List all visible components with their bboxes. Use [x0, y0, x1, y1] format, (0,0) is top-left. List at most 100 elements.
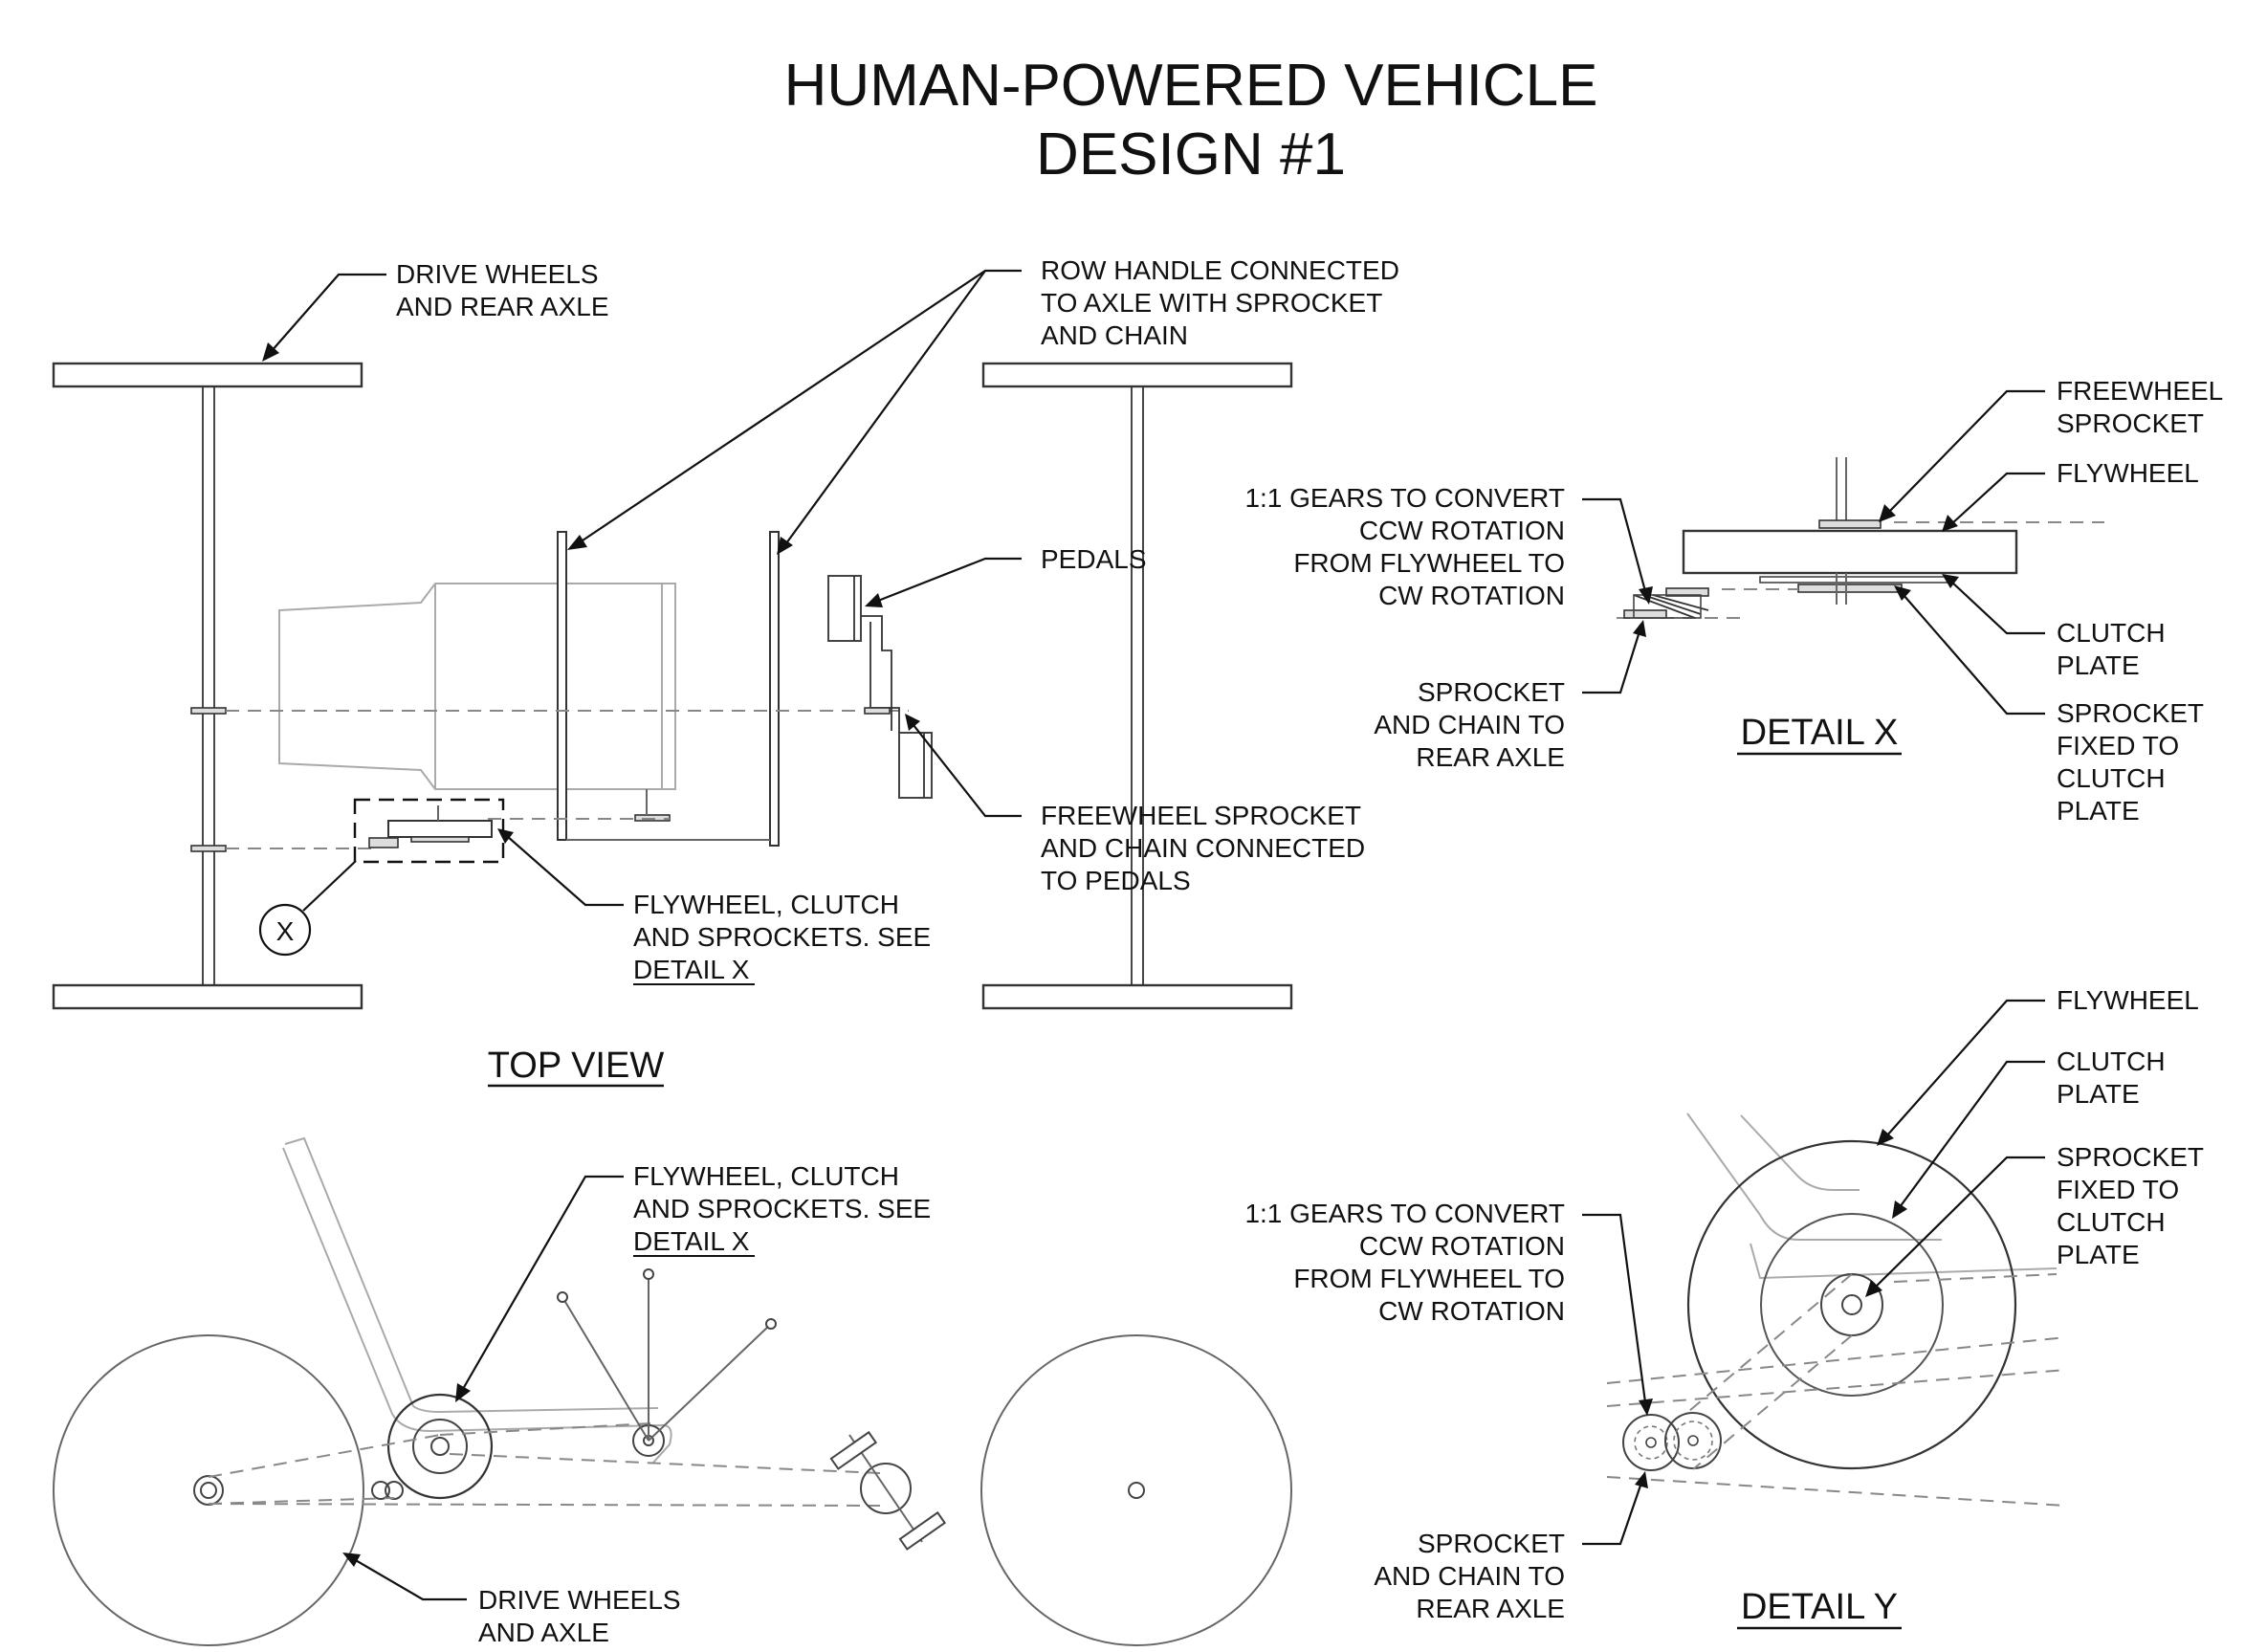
label-line: CLUTCH	[2057, 1207, 2166, 1237]
label-line: FLYWHEEL, CLUTCH	[633, 1161, 899, 1191]
leader-gears-x	[1582, 497, 1647, 592]
leader-gears-y	[1582, 1213, 1647, 1403]
label-line: 1:1 GEARS TO CONVERT	[1244, 483, 1565, 513]
side-view: FLYWHEEL, CLUTCH AND SPROCKETS. SEE DETA…	[53, 1136, 1292, 1647]
leader-pedals	[877, 557, 1022, 603]
front-wheel-side	[980, 1334, 1292, 1646]
chain-side-5	[208, 1503, 881, 1507]
row-handle-grip-forward	[765, 1318, 777, 1330]
gear-detail-y-b-pitch	[1673, 1421, 1713, 1461]
front-wheel-top	[981, 362, 1293, 388]
pedal-lower	[898, 732, 933, 799]
row-handle-grip-back	[557, 1291, 568, 1303]
detail-y-chain-6	[1893, 1273, 2058, 1283]
rear-wheel-side	[53, 1334, 364, 1646]
label-line: FROM FLYWHEEL TO	[1293, 1264, 1565, 1293]
label-line: AND CHAIN CONNECTED	[1041, 833, 1365, 863]
arrowhead-sprocket-chain-x	[1633, 620, 1646, 637]
callout-freewheel-sprocket-pedals: FREEWHEEL SPROCKET AND CHAIN CONNECTED T…	[1041, 801, 1365, 895]
label-line: ROW HANDLE CONNECTED	[1041, 255, 1399, 285]
arrowhead-drive-wheels-side	[342, 1553, 361, 1567]
arrowhead-flywheel-ref-side	[455, 1383, 471, 1402]
detail-y-frame-a	[1686, 1112, 1942, 1241]
drawing-title: HUMAN-POWERED VEHICLE DESIGN #1	[784, 53, 1598, 187]
arrowhead-freewheel-sprocket	[905, 714, 920, 731]
title-line-2: DESIGN #1	[1036, 121, 1346, 187]
flywheel-hub-detail-y	[1841, 1294, 1862, 1315]
callout-sprocket-fixed-x: SPROCKET FIXED TO CLUTCH PLATE	[2057, 698, 2204, 826]
callout-sprocket-fixed-y: SPROCKET FIXED TO CLUTCH PLATE	[2057, 1142, 2204, 1269]
detail-y: FLYWHEEL CLUTCH PLATE SPROCKET FIXED TO …	[1244, 985, 2204, 1630]
leader-flywheel-ref-side	[462, 1175, 624, 1390]
detail-x-marker-label: X	[276, 916, 295, 946]
label-line: PLATE	[2057, 1079, 2140, 1109]
rear-hub-outer	[193, 1475, 224, 1506]
label-line: CLUTCH	[2057, 763, 2166, 793]
pedal-side-lower	[898, 1510, 947, 1551]
label-line: SPROCKET	[2057, 698, 2204, 728]
gear-side-a	[371, 1481, 390, 1500]
clutch-plate-detail-y	[1760, 1213, 1944, 1397]
axle-sprocket-upper	[190, 707, 227, 715]
pedal-upper	[827, 575, 862, 642]
label-line: FLYWHEEL, CLUTCH	[633, 890, 899, 919]
callout-freewheel-sprocket-x: FREEWHEEL SPROCKET	[2057, 376, 2223, 438]
callout-flywheel-ref-top: FLYWHEEL, CLUTCH AND SPROCKETS. SEE DETA…	[633, 890, 931, 985]
label-line: CW ROTATION	[1378, 581, 1565, 610]
rear-hub-inner	[200, 1482, 217, 1499]
seat-outline	[278, 583, 676, 790]
clutch-plate-side	[412, 1419, 468, 1474]
gear-teeth-detail-x	[1633, 594, 1709, 619]
gear-housing-detail-x	[1633, 594, 1702, 619]
label-line: SPROCKET	[1418, 1529, 1565, 1558]
leader-flywheel-ref-top	[506, 835, 624, 907]
row-handle-right	[769, 531, 780, 847]
leader-drive-wheels-top	[270, 273, 386, 353]
leader-freewheel-sprocket	[913, 724, 1022, 818]
callout-flywheel-x: FLYWHEEL	[2057, 458, 2199, 488]
label-line: TO AXLE WITH SPROCKET	[1041, 288, 1382, 318]
label-line: AND REAR AXLE	[396, 292, 609, 321]
flywheel-side	[386, 1393, 494, 1500]
row-handle-left	[557, 531, 567, 841]
callout-flywheel-y: FLYWHEEL	[2057, 985, 2199, 1015]
clutch-plate-top-view	[410, 836, 470, 843]
leader-flywheel-x	[1950, 472, 2045, 525]
label-line: SPROCKET	[2057, 1142, 2204, 1172]
flywheel-detail-y	[1686, 1139, 2017, 1470]
detail-x-title: DETAIL X	[1741, 713, 1899, 753]
chain-side-4	[449, 1453, 881, 1474]
gear-detail-x-a	[1623, 609, 1667, 619]
pedal-crank-upper	[861, 615, 892, 731]
label-line: AND SPROCKETS. SEE	[633, 1194, 931, 1223]
seat-back-frame-a	[284, 1136, 414, 1407]
label-line: DRIVE WHEELS	[396, 259, 599, 289]
detail-y-chain-4	[1683, 1273, 1853, 1417]
label-line: DETAIL X	[633, 1226, 750, 1256]
pedal-freewheel-sprocket	[864, 707, 891, 715]
label-line: FLYWHEEL	[2057, 458, 2199, 488]
label-line: FLYWHEEL	[2057, 985, 2199, 1015]
row-handle-grip-vertical	[643, 1268, 654, 1280]
callout-sprocket-chain-y: SPROCKET AND CHAIN TO REAR AXLE	[1374, 1529, 1565, 1623]
leader-sprocket-fixed-x	[1903, 594, 2045, 716]
pedal-crank-wheel	[860, 1463, 912, 1514]
detail-x-marker-leader	[302, 860, 357, 912]
seat-base-frame	[391, 1413, 672, 1465]
label-line: FIXED TO	[2057, 1175, 2179, 1204]
arrowhead-row-handle-left	[567, 535, 587, 550]
sprocket-fixed-detail-x	[1797, 584, 1903, 593]
front-hub	[1128, 1482, 1145, 1499]
gear-detail-x-b	[1665, 587, 1709, 597]
arrowhead-gears-x	[1639, 586, 1653, 605]
seat-back-frame-b	[282, 1147, 393, 1415]
label-line: FROM FLYWHEEL TO	[1293, 548, 1565, 578]
callout-clutch-plate-y: CLUTCH PLATE	[2057, 1046, 2166, 1109]
gear-detail-y-a-hub	[1645, 1437, 1657, 1448]
flywheel-hub-side	[430, 1437, 450, 1456]
axle-sprocket-lower	[190, 845, 227, 852]
arrowhead-sprocket-chain-y	[1635, 1471, 1648, 1488]
leader-flywheel-y	[1885, 999, 2045, 1137]
label-line: PLATE	[2057, 796, 2140, 826]
